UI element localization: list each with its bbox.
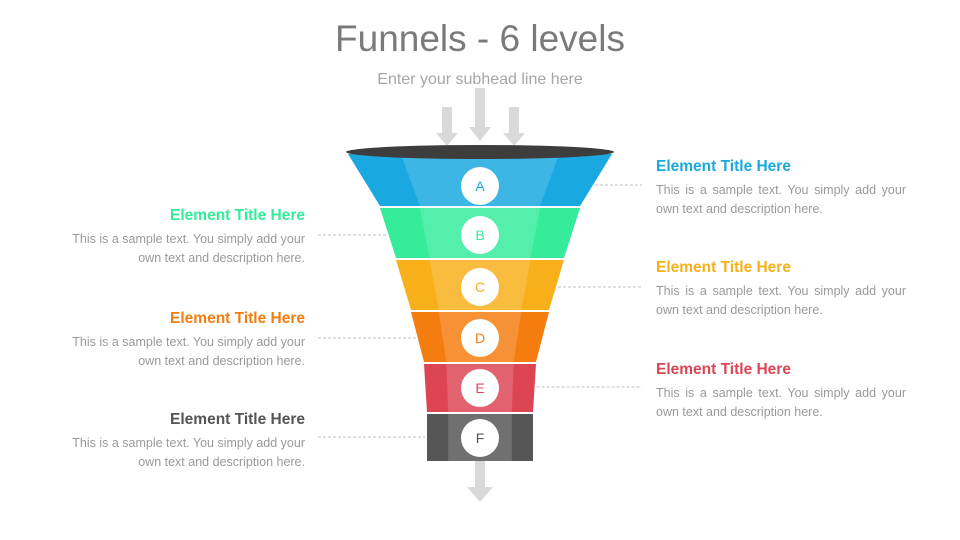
input-arrow-icon	[469, 88, 491, 141]
level-marker-circle	[461, 268, 499, 306]
level-marker-letter: C	[475, 279, 485, 295]
input-arrow-icon	[436, 107, 458, 146]
slide-subhead: Enter your subhead line here	[377, 71, 583, 88]
element-description: This is a sample text. You simply add yo…	[72, 436, 305, 469]
element-description: This is a sample text. You simply add yo…	[72, 232, 305, 265]
element-title: Element Title Here	[656, 259, 791, 276]
level-markers: A B C D E F	[461, 167, 499, 457]
output-arrow-icon	[467, 461, 493, 502]
level-marker-letter: B	[475, 227, 484, 243]
level-marker-circle	[461, 369, 499, 407]
slide-title: Funnels - 6 levels	[335, 18, 625, 59]
level-marker-circle	[461, 419, 499, 457]
level-marker-letter: E	[475, 380, 484, 396]
level-marker-letter: D	[475, 330, 485, 346]
input-arrow-icon	[503, 107, 525, 146]
element-title: Element Title Here	[656, 158, 791, 175]
element-description: This is a sample text. You simply add yo…	[72, 335, 305, 368]
element-description: This is a sample text. You simply add yo…	[656, 284, 906, 317]
funnel-rim	[346, 145, 614, 159]
funnel-levels	[348, 154, 612, 461]
level-marker-letter: A	[475, 178, 485, 194]
element-title: Element Title Here	[170, 207, 305, 224]
element-description: This is a sample text. You simply add yo…	[656, 386, 906, 419]
level-marker-circle	[461, 319, 499, 357]
element-title: Element Title Here	[170, 411, 305, 428]
input-arrows	[436, 88, 525, 146]
level-marker-circle	[461, 167, 499, 205]
element-title: Element Title Here	[656, 361, 791, 378]
level-marker-letter: F	[476, 430, 485, 446]
element-description: This is a sample text. You simply add yo…	[656, 183, 906, 216]
element-title: Element Title Here	[170, 310, 305, 327]
level-marker-circle	[461, 216, 499, 254]
connector-lines	[318, 184, 642, 438]
